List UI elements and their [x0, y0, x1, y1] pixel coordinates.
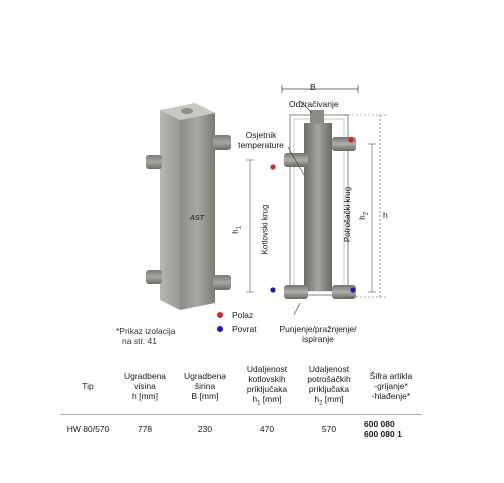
- product-logo: AST: [189, 215, 205, 222]
- note-line2: na str. 41: [122, 336, 157, 346]
- polaz-legend-dot: [217, 312, 223, 318]
- cell-visina: 778: [137, 424, 153, 434]
- povrat-legend-label: Povrat: [232, 324, 257, 334]
- povrat-dot-left: [270, 287, 276, 293]
- h-label: h: [383, 210, 388, 220]
- legend: Polaz Povrat: [217, 309, 257, 335]
- th-potrosackih: Udaljenost potrošačkih priključaka h2 [m…: [298, 358, 360, 415]
- osjetnik-line2: temperature: [238, 140, 284, 150]
- th-visina: Ugradbena visina h [mm]: [116, 358, 174, 415]
- sifra-hladenje: 600 080 1: [364, 429, 402, 439]
- cell-sirina: 230: [197, 424, 213, 434]
- potrosacki-krug-label: Potrošački krug: [343, 186, 353, 243]
- insulation-note: *Prikaz izolacija na str. 41: [116, 326, 176, 346]
- th-tip: Tip: [60, 358, 116, 415]
- povrat-dot-right: [350, 287, 356, 293]
- h1-label: h1: [231, 225, 243, 234]
- kotlovski-krug-label: Kotlovski krug: [260, 204, 270, 255]
- odzracivanje-label: Odzračivanje: [289, 99, 339, 109]
- spec-table: Tip Ugradbena visina h [mm] Ugradbena ši…: [60, 358, 422, 443]
- punjenje-line2: ispiranje: [302, 334, 334, 344]
- product-render: AST: [146, 103, 231, 310]
- cell-sifra: 600 080 600 080 1: [360, 415, 422, 444]
- th-sirina: Ugradbena širina B [mm]: [174, 358, 236, 415]
- povrat-legend-dot: [217, 326, 223, 332]
- table-row: HW 80/570 778 230 470 570 600 080 600 08…: [60, 415, 422, 444]
- h2-label: h2: [358, 211, 370, 220]
- note-line1: *Prikaz izolacija: [116, 326, 176, 336]
- polaz-legend-label: Polaz: [232, 310, 254, 320]
- th-sifra: Šifra artikla -grijanje* -hlađenje*: [360, 358, 422, 415]
- cell-tip: HW 80/570: [66, 424, 110, 434]
- osjetnik-label: Osjetnik temperature: [232, 130, 290, 150]
- punjenje-label: Punjenje/pražnjenje/ ispiranje: [268, 324, 368, 344]
- cell-h2: 570: [321, 424, 337, 434]
- osjetnik-line1: Osjetnik: [245, 130, 277, 140]
- technical-drawing: [246, 85, 386, 316]
- sifra-grijanje: 600 080: [364, 419, 395, 429]
- polaz-dot-left: [270, 164, 276, 170]
- cell-h1: 470: [259, 424, 275, 434]
- polaz-dot-right: [348, 137, 354, 143]
- th-kotlovskih: Udaljenost kotlovskih priključaka h1 [mm…: [236, 358, 298, 415]
- table-header-row: Tip Ugradbena visina h [mm] Ugradbena ši…: [60, 358, 422, 415]
- punjenje-line1: Punjenje/pražnjenje/: [279, 324, 357, 334]
- dimension-b-label: B: [310, 82, 316, 92]
